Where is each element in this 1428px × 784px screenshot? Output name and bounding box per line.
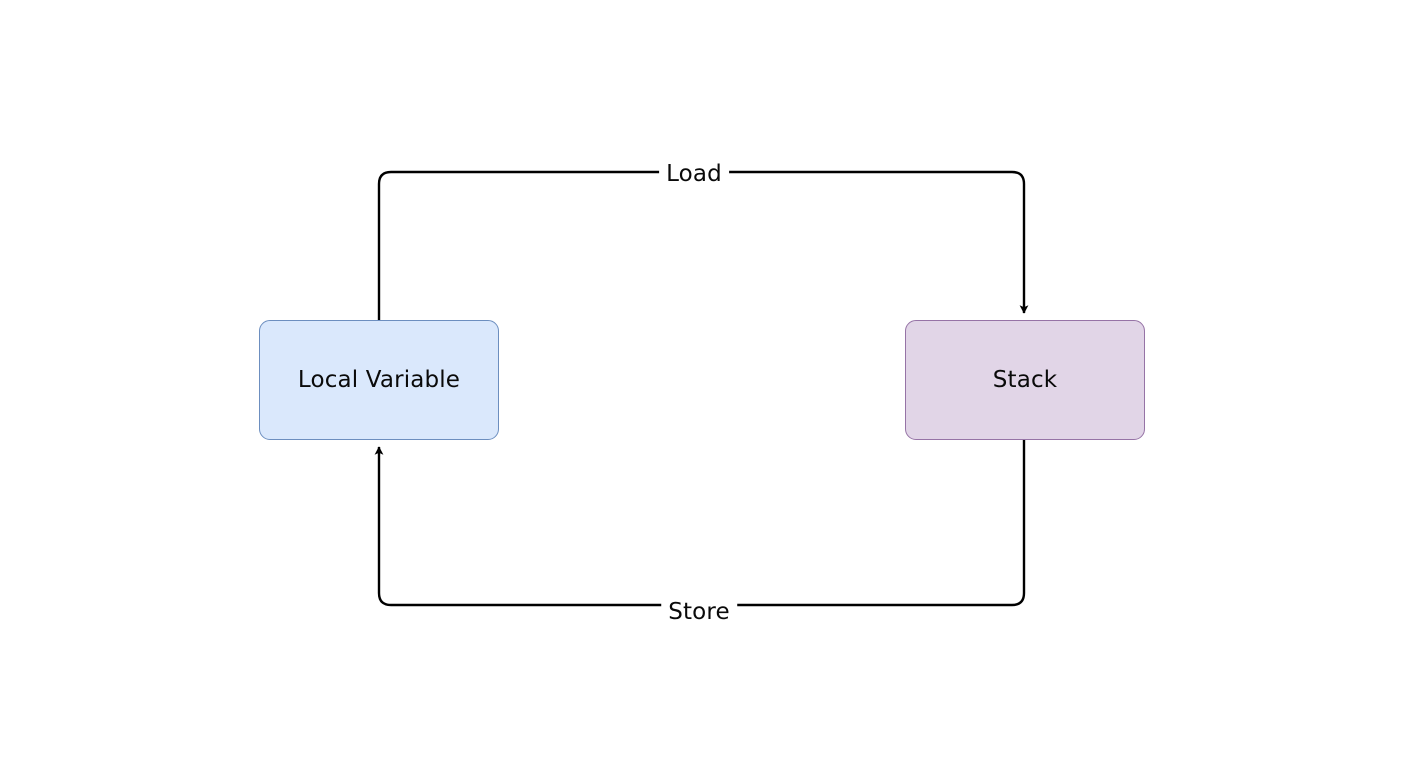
node-stack[interactable]: Stack <box>905 320 1145 440</box>
node-local-variable[interactable]: Local Variable <box>259 320 499 440</box>
edge-load-path[interactable] <box>377 170 1029 320</box>
node-local-variable-label: Local Variable <box>297 366 461 393</box>
edge-label-store[interactable]: Store <box>661 597 737 627</box>
edge-label-load[interactable]: Load <box>659 159 729 189</box>
edge-store-path[interactable] <box>374 440 1026 607</box>
node-stack-label: Stack <box>992 366 1058 393</box>
